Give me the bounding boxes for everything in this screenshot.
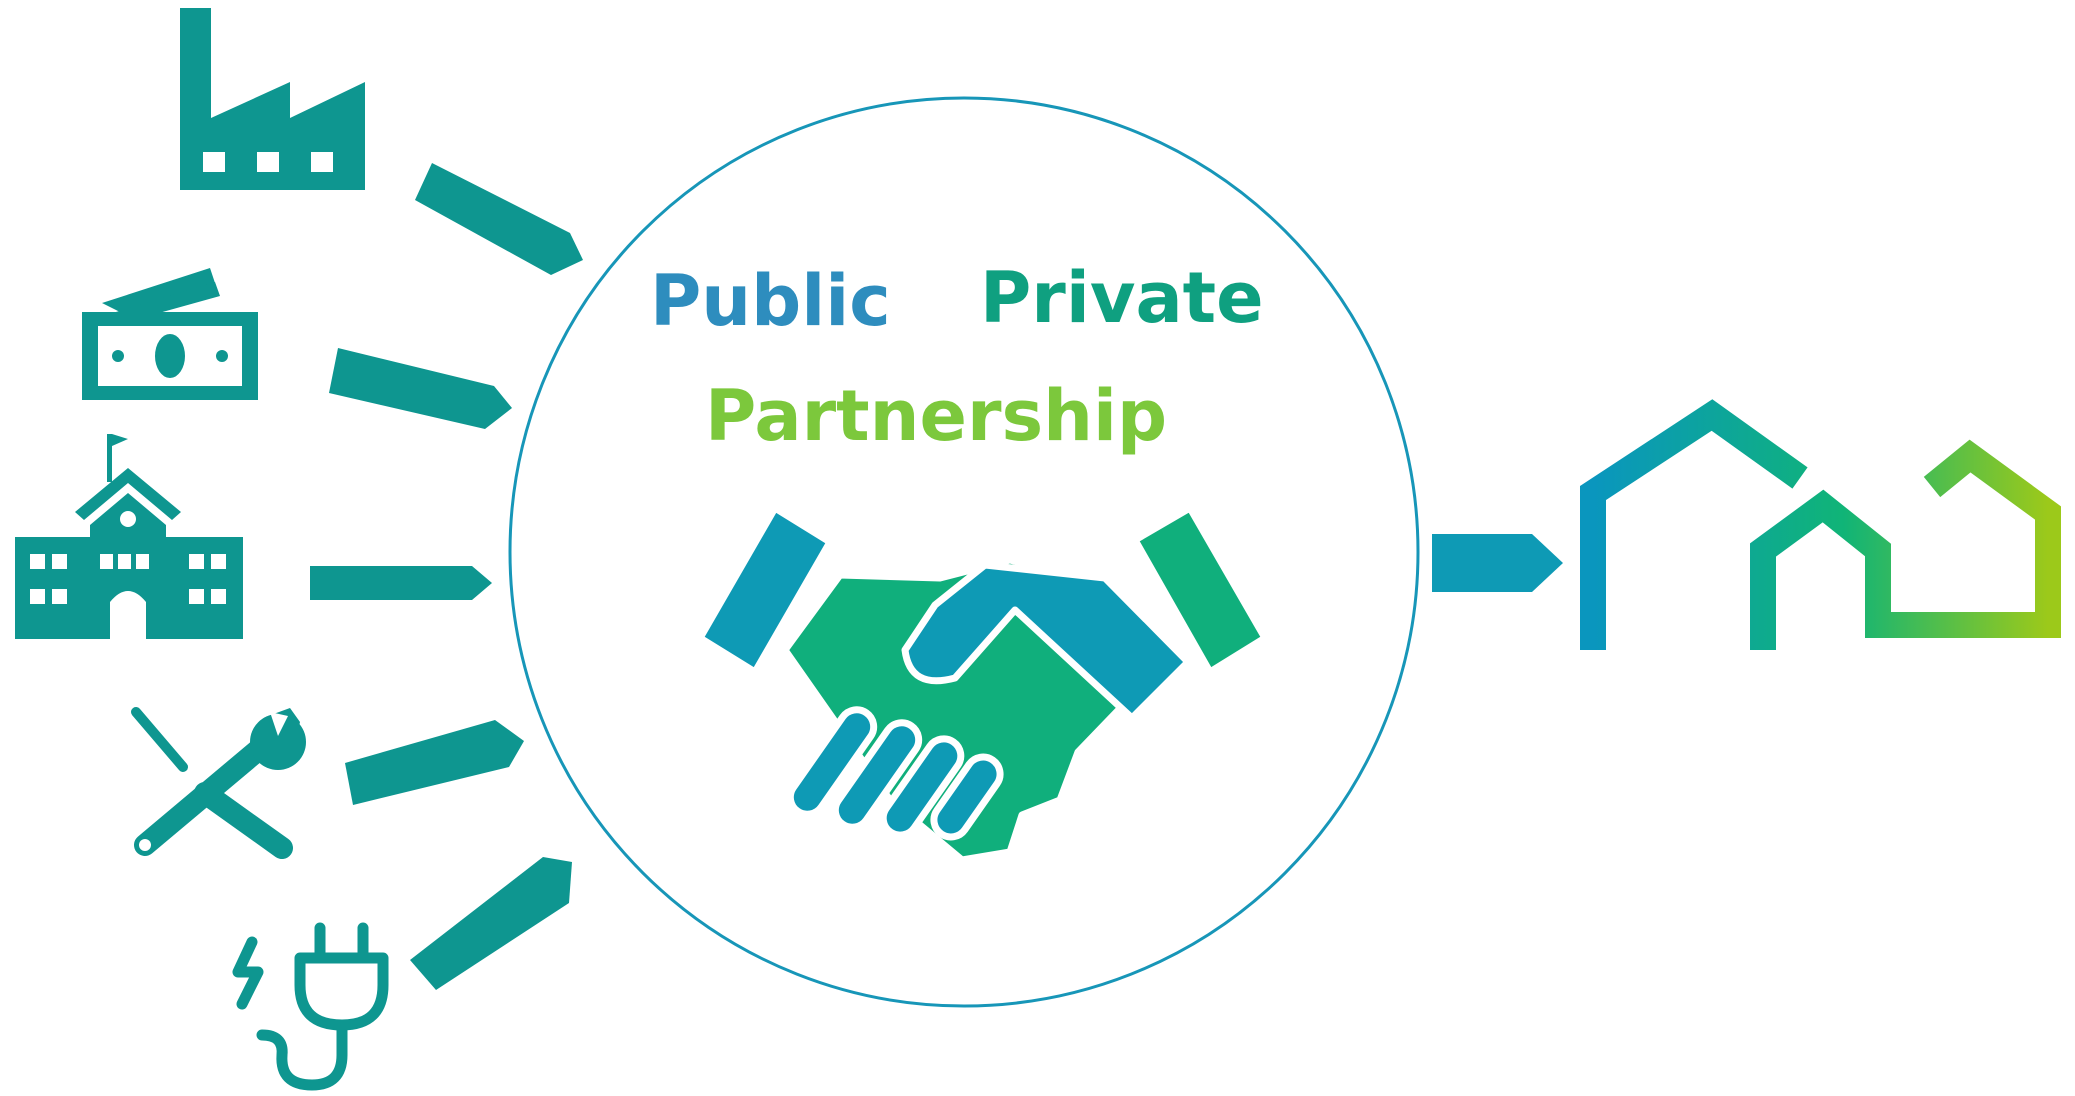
houses-icon — [1580, 399, 2061, 650]
arrow-school — [310, 566, 492, 600]
school-icon — [15, 434, 243, 639]
handshake-icon — [696, 504, 1269, 864]
tools-icon — [131, 707, 306, 859]
arrow-tools — [345, 720, 524, 805]
arrow-plug — [410, 857, 572, 990]
output-arrow — [1432, 534, 1563, 592]
title-partnership: Partnership — [705, 375, 1167, 457]
title-public: Public — [650, 260, 891, 342]
arrow-money — [329, 348, 512, 429]
factory-icon — [180, 8, 365, 190]
power-plug-icon — [232, 922, 389, 1091]
money-icon — [82, 268, 258, 400]
partnership-circle — [508, 96, 1420, 1008]
title-private: Private — [980, 257, 1264, 339]
input-arrows — [310, 163, 583, 990]
arrow-factory — [415, 163, 583, 275]
